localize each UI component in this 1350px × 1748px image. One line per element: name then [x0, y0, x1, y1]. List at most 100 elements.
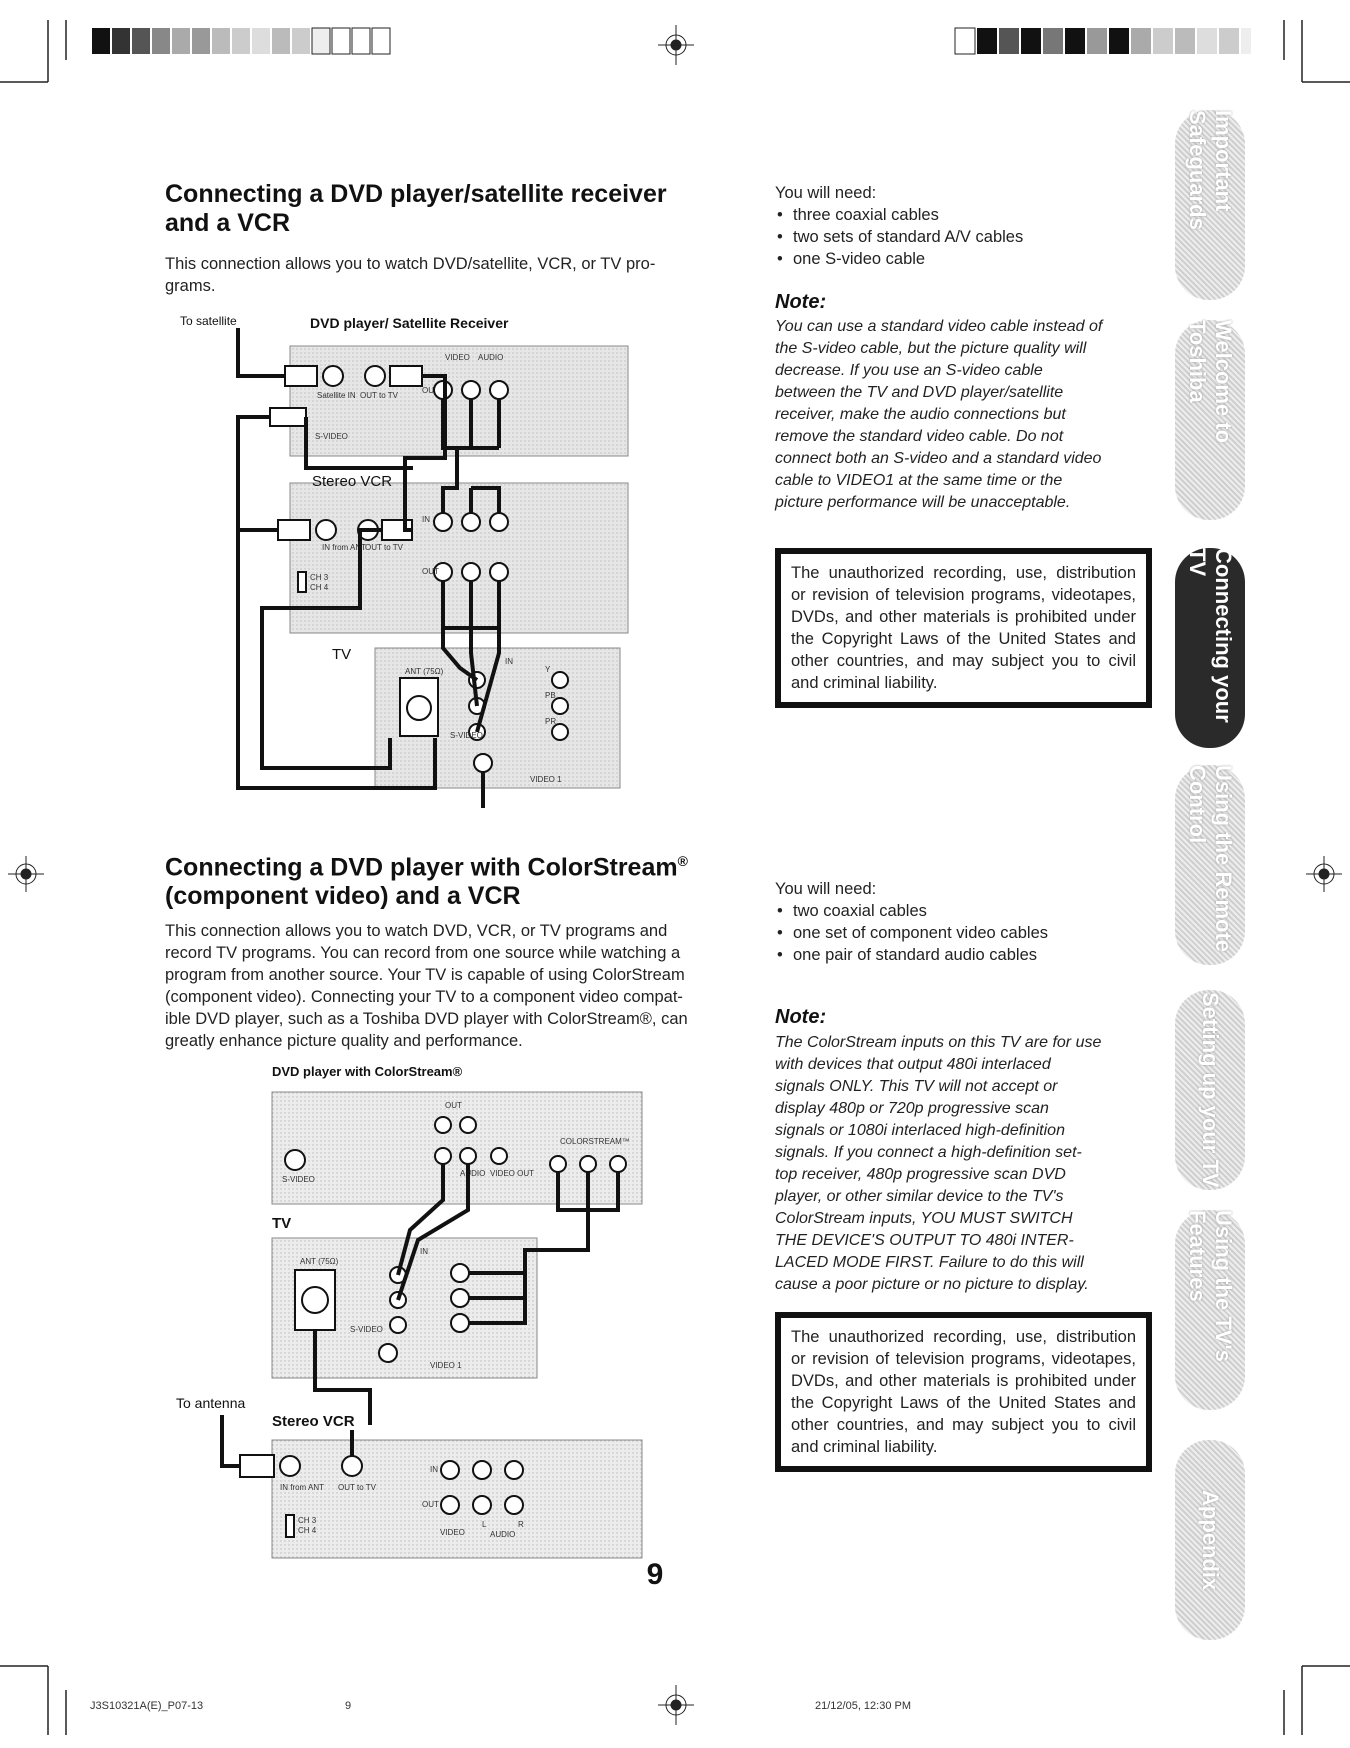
intro-line: This connection allows you to watch DVD,…	[165, 922, 668, 940]
tab-label: Setting up your TV	[1198, 992, 1223, 1188]
section1-need-list: three coaxial cables two sets of standar…	[775, 204, 1155, 270]
section2-title: Connecting a DVD player with ColorStream…	[165, 847, 765, 911]
section1-title-line1: Connecting a DVD player/satellite receiv…	[165, 180, 667, 208]
tab-label: Important Safeguards	[1185, 110, 1236, 230]
list-item: two coaxial cables	[775, 900, 1155, 922]
svideo-label-3: S-VIDEO	[282, 1175, 315, 1184]
diagram-dvd-colorstream-vcr: DVD player with ColorStream® TV To anten…	[176, 1064, 643, 1559]
y-label-1: Y	[545, 665, 551, 674]
note-line: THE DEVICE'S OUTPUT TO 480i INTER-	[775, 1232, 1074, 1249]
intro-line: record TV programs. You can record from …	[165, 944, 681, 962]
tab-label: Using the TV's Features	[1185, 1210, 1236, 1362]
section2-title-line2: (component video) and a VCR	[165, 882, 521, 911]
registration-mark-left	[8, 856, 44, 892]
section2-need: You will need: two coaxial cables one se…	[775, 878, 1155, 966]
pb-label-1: PB	[545, 691, 556, 700]
registration-mark-right	[1306, 856, 1342, 892]
tab-using-tv-features[interactable]: Using the TV's Features	[1175, 1210, 1245, 1410]
list-item: one pair of standard audio cables	[775, 944, 1155, 966]
out-label-1: OUT	[422, 386, 439, 395]
tab-appendix[interactable]: Appendix	[1175, 1440, 1245, 1640]
tab-connecting-your-tv[interactable]: Connecting your TV	[1175, 548, 1245, 748]
sat-in-label: Satellite IN	[317, 391, 356, 400]
section2-need-list: two coaxial cables one set of component …	[775, 900, 1155, 966]
tab-using-remote-control[interactable]: Using the Remote Control	[1175, 765, 1245, 965]
section1-need: You will need: three coaxial cables two …	[775, 182, 1155, 270]
section2-note-body: The ColorStream inputs on this TV are fo…	[775, 1032, 1155, 1296]
tv-label-1: TV	[332, 646, 351, 663]
note-line: with devices that output 480i interlaced	[775, 1056, 1051, 1073]
tab-label: Connecting your TV	[1185, 548, 1236, 723]
section2-copyright-warning: The unauthorized recording, use, distrib…	[775, 1312, 1152, 1472]
note-line: signals ONLY. This TV will not accept or	[775, 1078, 1058, 1095]
registration-mark-bottom	[658, 1685, 694, 1725]
list-item: three coaxial cables	[775, 204, 1155, 226]
note-line: receiver, make the audio connections but	[775, 406, 1066, 423]
note-line: connect both an S-video and a standard v…	[775, 450, 1102, 467]
section1-note-title: Note:	[775, 291, 827, 313]
section2-note-title: Note:	[775, 1006, 827, 1028]
note-line: display 480p or 720p progressive scan	[775, 1100, 1049, 1117]
note-line: cable to VIDEO1 at the same time or the	[775, 472, 1063, 489]
vcr-unit	[289, 482, 629, 634]
in-label-3: IN	[420, 1247, 428, 1256]
note-line: decrease. If you use an S-video cable	[775, 362, 1043, 379]
section1-need-title: You will need:	[775, 184, 877, 202]
svideo-label-4: S-VIDEO	[350, 1325, 383, 1334]
cables-1	[236, 328, 501, 808]
list-item: two sets of standard A/V cables	[775, 226, 1155, 248]
in-label-1: IN	[422, 515, 430, 524]
out-label-3: OUT	[445, 1101, 462, 1110]
section1-title-line2: and a VCR	[165, 209, 291, 237]
in-label-4: IN	[430, 1465, 438, 1474]
tv-label-2: TV	[272, 1215, 291, 1232]
video1-label-2: VIDEO 1	[430, 1361, 462, 1370]
note-line: The ColorStream inputs on this TV are fo…	[775, 1034, 1102, 1051]
r-label: R	[518, 1520, 524, 1529]
note-line: signals or 1080i interlaced high-definit…	[775, 1122, 1065, 1139]
dvd-satellite-label: DVD player/ Satellite Receiver	[310, 315, 509, 331]
tab-welcome-to-toshiba[interactable]: Welcome to Toshiba	[1175, 320, 1245, 520]
note-line: remove the standard video cable. Do not	[775, 428, 1064, 445]
list-item: one set of component video cables	[775, 922, 1155, 944]
intro-line: program from another source. Your TV is …	[165, 966, 685, 984]
ch3-label-2: CH 3	[298, 1516, 317, 1525]
note-line: ColorStream inputs, YOU MUST SWITCH	[775, 1210, 1073, 1227]
intro-line: ible DVD player, such as a Toshiba DVD p…	[165, 1010, 688, 1028]
note-line: the S-video cable, but the picture quali…	[775, 340, 1087, 357]
section1-intro-line2: grams.	[165, 277, 216, 295]
in-label-2: IN	[505, 657, 513, 666]
ant-label-2: ANT (75Ω)	[300, 1257, 339, 1266]
to-antenna-label: To antenna	[176, 1395, 245, 1411]
audio-label-1: AUDIO	[478, 353, 503, 362]
tab-label: Appendix	[1198, 1489, 1223, 1591]
ant-label-1: ANT (75Ω)	[405, 667, 444, 676]
colorstream-label: COLORSTREAM™	[560, 1137, 630, 1146]
note-line: top receiver, 480p progressive scan DVD	[775, 1166, 1066, 1183]
note-line: picture performance will be unacceptable…	[775, 494, 1071, 511]
page-number: 9	[646, 1558, 664, 1591]
section2-title-line1: Connecting a DVD player with ColorStream	[165, 853, 678, 882]
video-out-label: VIDEO OUT	[490, 1169, 534, 1178]
note-line: signals. If you connect a high-definitio…	[775, 1144, 1082, 1161]
svideo-label-1: S-VIDEO	[315, 432, 348, 441]
tab-important-safeguards[interactable]: Important Safeguards	[1175, 110, 1245, 300]
section1-title: Connecting a DVD player/satellite receiv…	[165, 180, 745, 238]
section1-copyright-warning: The unauthorized recording, use, distrib…	[775, 548, 1152, 708]
section1-intro: This connection allows you to watch DVD/…	[165, 253, 725, 297]
dvd-colorstream-label: DVD player with ColorStream®	[272, 1064, 463, 1079]
registration-mark-top	[658, 25, 694, 65]
note-line: LACED MODE FIRST. Failure to do this wil…	[775, 1254, 1084, 1271]
footer-page: 9	[345, 1700, 352, 1712]
in-from-ant-label-1: IN from ANT	[322, 543, 366, 552]
l-label: L	[482, 1520, 487, 1529]
note-line: You can use a standard video cable inste…	[775, 318, 1103, 335]
audio-label-2: AUDIO	[460, 1169, 485, 1178]
out-label-4: OUT	[422, 1500, 439, 1509]
vcr-label-1: Stereo VCR	[312, 473, 392, 490]
tab-setting-up-your-tv[interactable]: Setting up your TV	[1175, 990, 1245, 1190]
registered-mark: ®	[677, 853, 688, 869]
section2-intro: This connection allows you to watch DVD,…	[165, 920, 745, 1052]
tab-label: Welcome to Toshiba	[1185, 320, 1236, 444]
out-to-tv-label-1: OUT to TV	[360, 391, 399, 400]
